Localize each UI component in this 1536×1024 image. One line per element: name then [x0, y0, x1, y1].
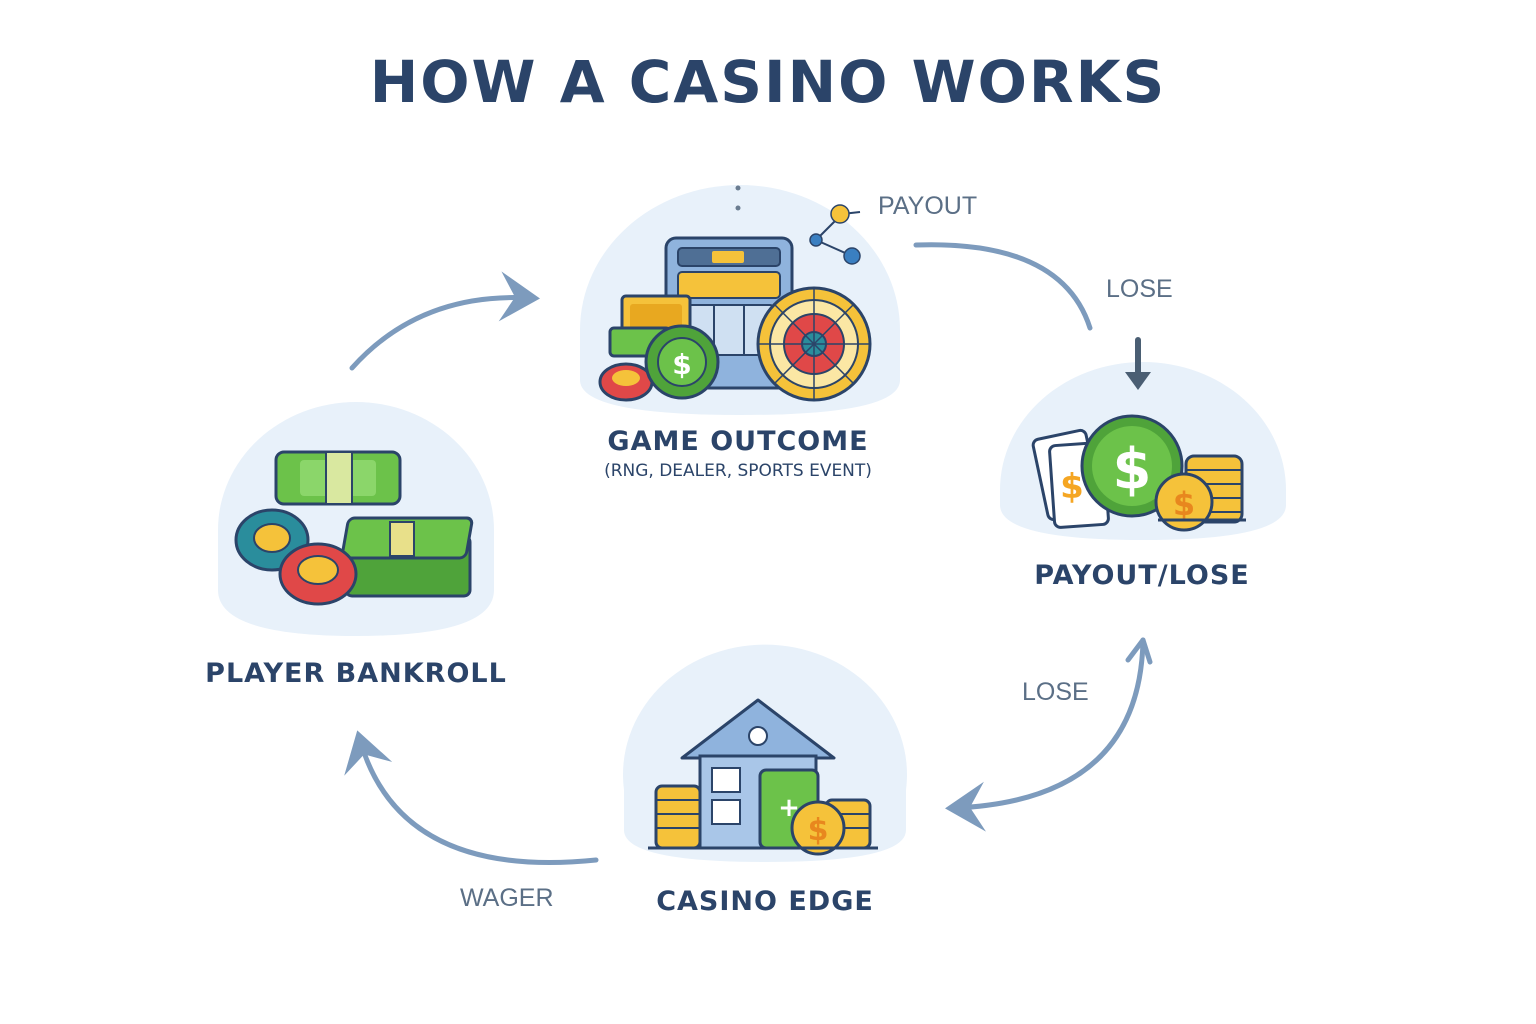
network-icon — [809, 204, 861, 265]
gold-coin-stack-icon — [654, 784, 702, 850]
edge-label-lose-top: LOSE — [1106, 275, 1173, 303]
diagram-title: HOW A CASINO WORKS — [369, 48, 1167, 116]
svg-text:$: $ — [808, 813, 829, 848]
dot-icon — [735, 205, 741, 211]
edge-label-lose-bottom: LOSE — [1022, 678, 1089, 706]
arrow-payout-to-edge — [945, 637, 1146, 832]
gold-dollar-coin-icon: $ — [790, 800, 846, 856]
dot-icon — [735, 185, 741, 191]
arrow-bankroll-to-outcome — [349, 271, 540, 371]
game-outcome-sublabel: (RNG, DEALER, SPORTS EVENT) — [604, 461, 872, 481]
svg-text:$: $ — [672, 348, 691, 381]
cash-stack-icon — [341, 516, 474, 598]
arrow-outcome-to-payout — [913, 242, 1093, 331]
arrow-payout-to-edge-tail — [1125, 637, 1153, 665]
edge-label-payout: PAYOUT — [878, 192, 978, 220]
edge-label-wager: WAGER — [460, 884, 554, 912]
game-outcome-label: GAME OUTCOME — [607, 426, 869, 457]
cash-bundle-icon — [274, 450, 402, 506]
svg-text:$: $ — [1113, 437, 1152, 502]
gold-dollar-coin-icon: $ — [1154, 472, 1214, 532]
payout-lose-label: PAYOUT/LOSE — [1034, 560, 1250, 591]
roulette-wheel-icon — [756, 286, 872, 402]
green-dollar-chip-icon: $ — [644, 324, 720, 400]
casino-edge-label: CASINO EDGE — [656, 886, 874, 917]
player-bankroll-label: PLAYER BANKROLL — [205, 658, 507, 689]
poker-chip-icon — [278, 542, 358, 606]
svg-text:$: $ — [1060, 467, 1084, 507]
arrow-edge-to-bankroll — [344, 730, 599, 865]
poker-chip-icon — [598, 362, 654, 402]
svg-text:$: $ — [1173, 485, 1195, 523]
arrow-down-head — [1125, 372, 1151, 390]
